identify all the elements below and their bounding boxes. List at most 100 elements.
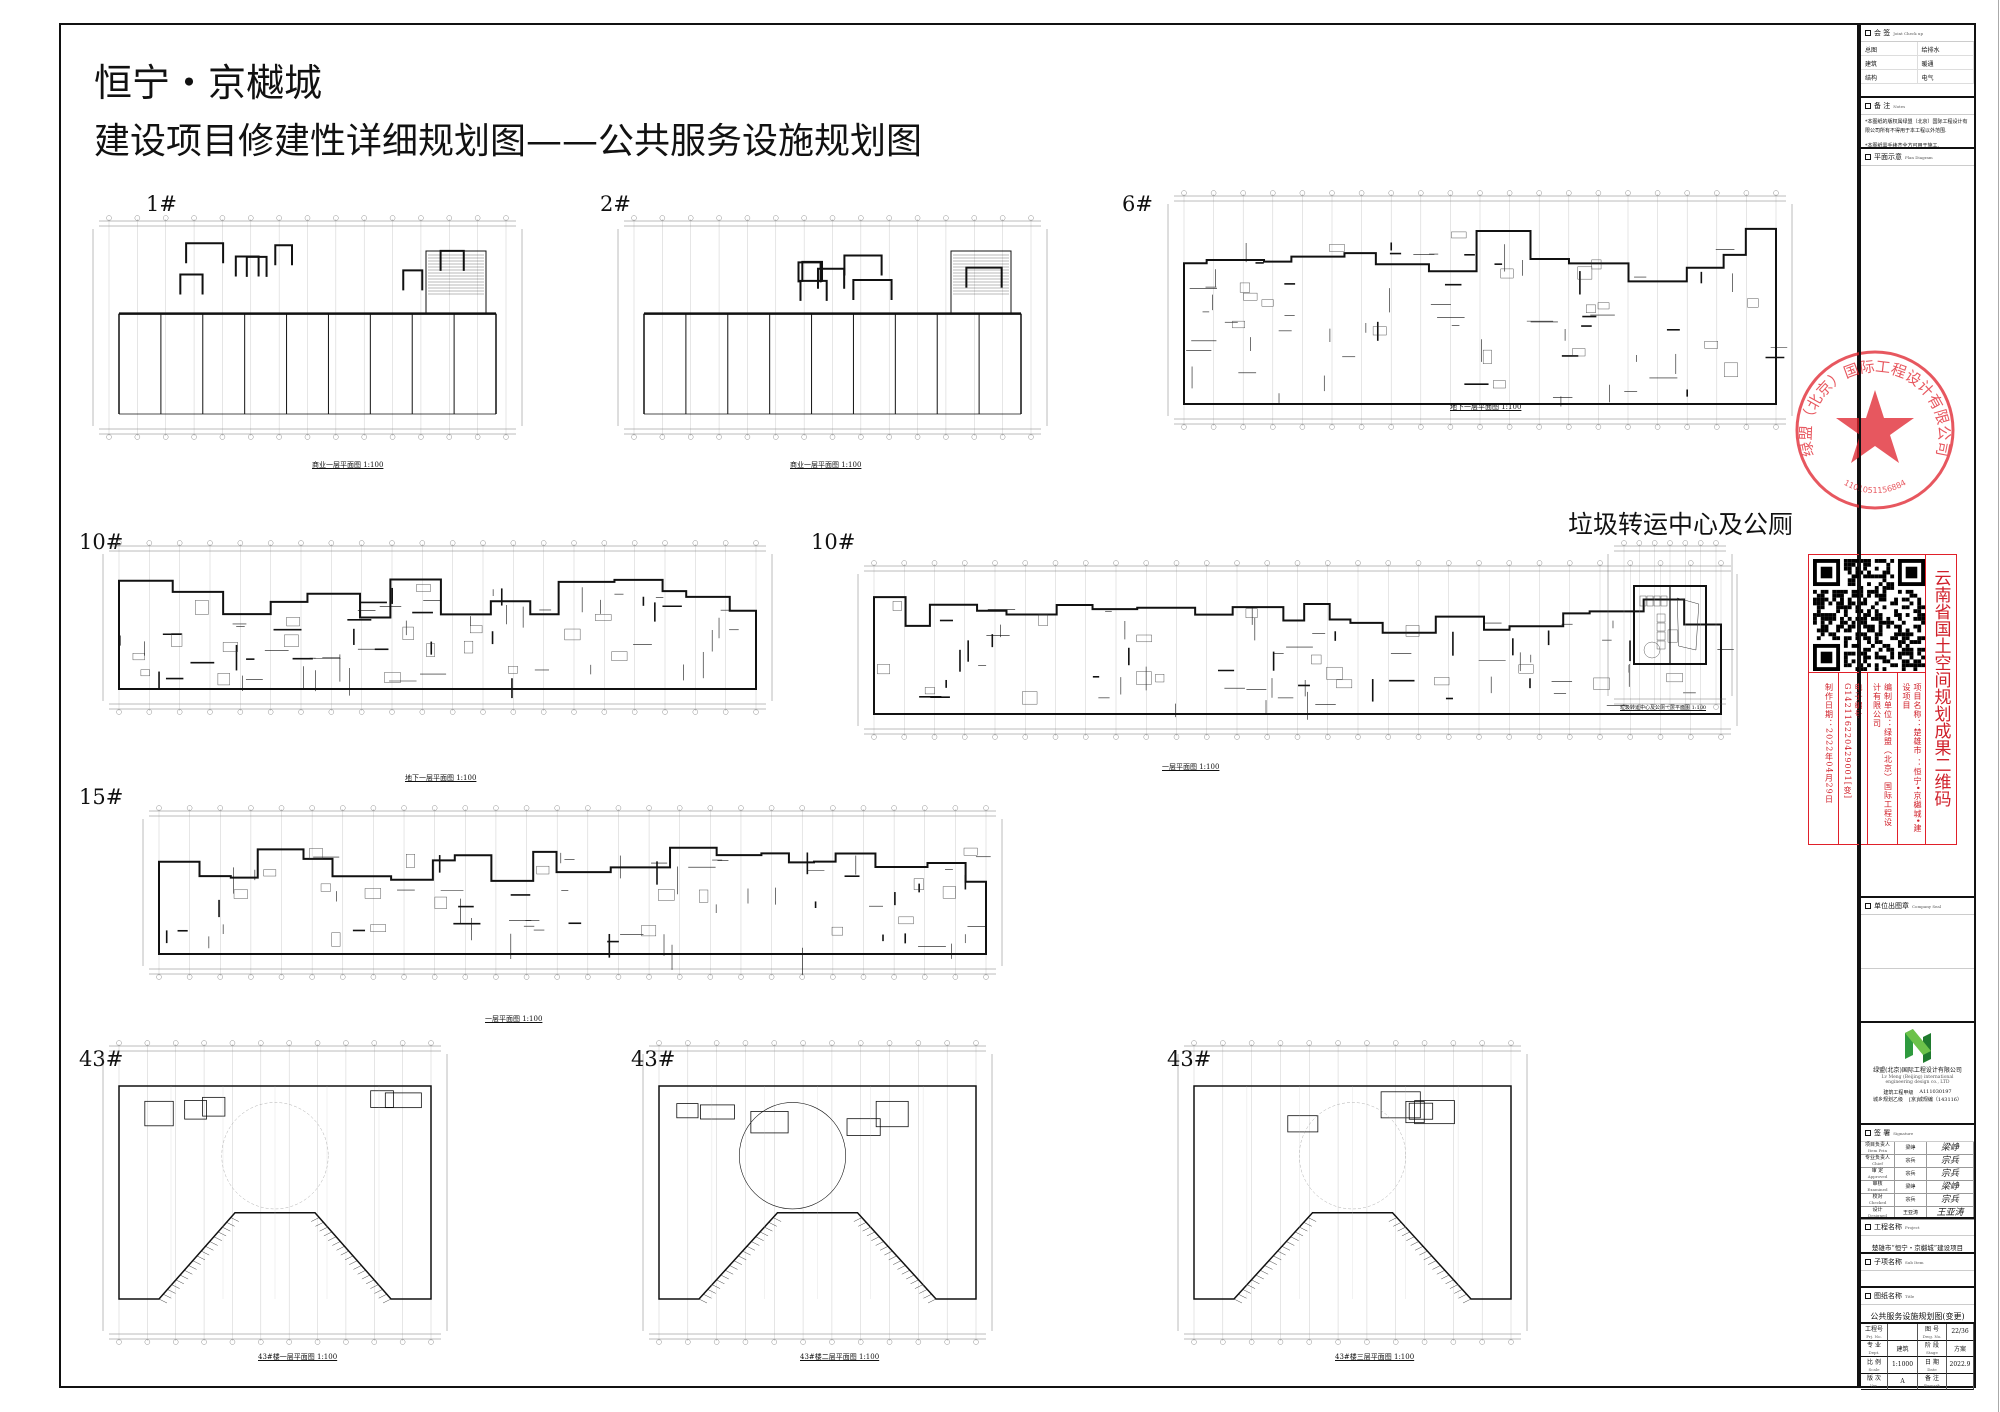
- company-logo: [1904, 1029, 1931, 1063]
- qualification-label: 建筑工程甲级: [1883, 1090, 1914, 1096]
- plan-caption: 43#楼三层平面图 1:100: [1335, 1353, 1415, 1361]
- qr-code-panel: 云南省国土空间规划成果二维码 项目名称：楚雄市 ：恒宁•京樾城•建设项目 编制单…: [1808, 554, 1957, 845]
- handwritten-signature: 梁峥: [1927, 1142, 1974, 1155]
- checkbox-icon: [1865, 1259, 1871, 1265]
- table-value: A: [1888, 1373, 1918, 1390]
- qr-panel-title: 云南省国土空间规划成果二维码: [1925, 555, 1956, 844]
- drawing-name-value: 公共服务设施规划图(变更): [1870, 1312, 1965, 1321]
- building-label-10b: 10#: [811, 530, 856, 554]
- plan-caption: 地下一层平面图 1:100: [405, 774, 477, 782]
- signature-name: 梁峥: [1895, 1142, 1927, 1155]
- qr-date: 制作日期：2022年04月29日: [1824, 683, 1834, 804]
- signature-title: 签 署: [1874, 1129, 1891, 1137]
- plan-diagram-title: 平面示意: [1874, 153, 1902, 161]
- floor-plan-10a: [95, 540, 780, 715]
- drawing-name-en: Title: [1905, 1293, 1915, 1299]
- project-name-value: 楚雄市“恒宁・京樾城”建设项目: [1871, 1244, 1964, 1252]
- company-name-en: Lv Meng (Beijing) international engineer…: [1881, 1075, 1954, 1085]
- building-label-10a: 10#: [79, 530, 124, 554]
- floor-plan-garbage: [1600, 540, 1740, 710]
- qualification-label: 城乡规划乙级: [1872, 1097, 1903, 1103]
- countersign-title: 会 签: [1874, 29, 1891, 37]
- qr-code-number: 电子编号：G142116220429001[变]: [1837, 673, 1868, 844]
- handwritten-signature: 宗兵: [1927, 1194, 1974, 1207]
- signature-name: 宗兵: [1895, 1168, 1927, 1181]
- qr-unit: 编制单位：绿盟（北京）国际工程设计有限公司: [1867, 673, 1897, 844]
- handwritten-signature: 梁峥: [1927, 1181, 1974, 1194]
- plan-caption: 垃圾转运中心及公厕一层平面图 1:100: [1620, 705, 1707, 711]
- table-value: 方案: [1947, 1340, 1974, 1357]
- plan-caption: 地下一层平面图 1:100: [1450, 403, 1522, 411]
- floor-plan-43c: [1170, 1040, 1535, 1345]
- plan-drawing: [102, 1040, 448, 1345]
- checkbox-icon: [1865, 154, 1871, 160]
- plan-caption: 43#楼一层平面图 1:100: [258, 1353, 338, 1361]
- plan-drawing: [92, 215, 523, 440]
- table-value: 1:1000: [1888, 1357, 1918, 1374]
- drawing-title: 建设项目修建性详细规划图——公共服务设施规划图: [94, 121, 923, 162]
- table-value: [1947, 1373, 1974, 1390]
- checkbox-icon: [1865, 103, 1871, 109]
- signature-en: Signature: [1893, 1130, 1914, 1136]
- notes-title: 备 注: [1874, 102, 1891, 110]
- drawing-name-title: 图纸名称: [1874, 1292, 1902, 1300]
- sub-item-title: 子项名称: [1874, 1258, 1902, 1266]
- handwritten-signature: 宗兵: [1927, 1155, 1974, 1168]
- countersign-en: Joint Check up: [1893, 30, 1924, 36]
- building-label-15: 15#: [79, 785, 124, 809]
- table-value: 建筑: [1888, 1340, 1918, 1357]
- plan-drawing: [642, 1040, 993, 1345]
- floor-plan-2: [610, 215, 1055, 440]
- countersign-cell: 给排水: [1917, 42, 1974, 56]
- outer-edge: [1998, 0, 1999, 1412]
- building-label-1: 1#: [146, 192, 177, 216]
- company-name-cn: 绿盟(北京)国际工程设计有限公司: [1873, 1067, 1962, 1074]
- floor-plan-15: [135, 805, 1010, 980]
- checkbox-icon: [1865, 1224, 1871, 1230]
- company-seal-stamp: 绿盟（北京）国际工程设计有限公司 1101051156884: [1795, 350, 1955, 510]
- qualification-value: [京]城规编（143116）: [1909, 1097, 1962, 1103]
- countersign-cell: 建筑: [1861, 56, 1918, 70]
- floor-plan-43b: [635, 1040, 1000, 1345]
- building-label-6: 6#: [1122, 192, 1153, 216]
- plan-drawing: [102, 540, 773, 715]
- building-label-2: 2#: [600, 192, 631, 216]
- checkbox-icon: [1865, 1293, 1871, 1299]
- company-seal-title: 单位出图章: [1874, 902, 1909, 910]
- plan-drawing: [1607, 540, 1733, 710]
- floor-plan-6: [1160, 190, 1800, 430]
- project-name-en: Project: [1905, 1224, 1920, 1230]
- notes-en: Notes: [1893, 103, 1906, 109]
- plan-drawing: [857, 560, 1738, 740]
- plan-caption: 一层平面图 1:100: [1162, 763, 1220, 771]
- handwritten-signature: 王亚涛: [1927, 1207, 1974, 1220]
- table-value: 2022.9: [1947, 1357, 1974, 1374]
- plan-caption: 一层平面图 1:100: [485, 1015, 543, 1023]
- note-line: *本图纸需手续齐全方可用于施工.: [1865, 143, 1940, 149]
- plan-diagram-en: Plan Diagram: [1905, 154, 1933, 160]
- signature-name: 宗兵: [1895, 1155, 1927, 1168]
- table-value: [1888, 1324, 1918, 1341]
- table-value: 22/36: [1947, 1324, 1974, 1341]
- garbage-station-label: 垃圾转运中心及公厕: [1568, 510, 1794, 539]
- signature-name: 王亚涛: [1895, 1207, 1927, 1220]
- company-seal-en: Company Seal: [1912, 903, 1942, 909]
- qualification-value: A111030197: [1919, 1089, 1952, 1095]
- qr-code[interactable]: [1813, 559, 1925, 671]
- signature-name: 宗兵: [1895, 1194, 1927, 1207]
- floor-plan-43a: [95, 1040, 455, 1345]
- checkbox-icon: [1865, 1130, 1871, 1136]
